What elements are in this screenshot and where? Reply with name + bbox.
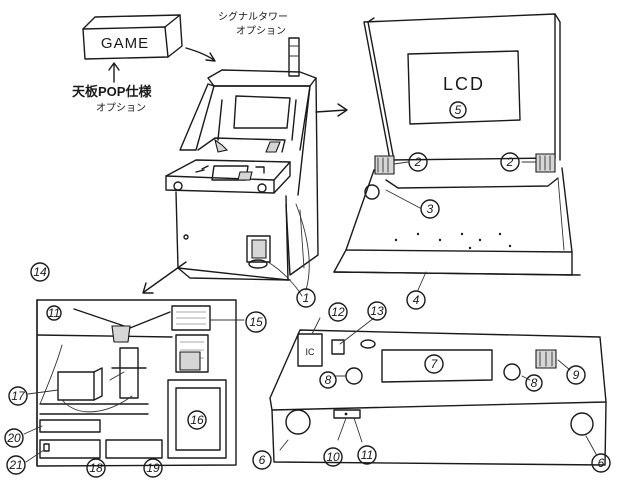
- svg-text:21: 21: [8, 458, 22, 472]
- svg-text:3: 3: [427, 202, 434, 216]
- callout-2a: 2: [408, 152, 428, 172]
- callout-4: 4: [406, 290, 426, 310]
- svg-text:16: 16: [190, 413, 204, 427]
- svg-text:15: 15: [249, 315, 263, 329]
- leader-1: [267, 261, 303, 297]
- arcade-cabinet: [165, 37, 319, 281]
- callout-8a: 8: [319, 371, 337, 389]
- svg-text:2: 2: [414, 155, 422, 169]
- top-pop-label: 天板POP仕様: [72, 84, 152, 99]
- signal-tower-label: シグナルタワー: [218, 10, 288, 23]
- arrow-cabinet-to-lcd: [315, 103, 348, 117]
- svg-text:6: 6: [598, 456, 605, 470]
- svg-text:2: 2: [506, 155, 514, 169]
- lcd-number: 5: [455, 103, 462, 117]
- svg-text:6: 6: [259, 453, 266, 467]
- lcd-label: LCD: [443, 74, 485, 94]
- callout-18: 18: [86, 458, 106, 478]
- callout-10: 10: [323, 447, 343, 467]
- svg-text:9: 9: [573, 368, 580, 382]
- callout-6b: 6: [591, 453, 611, 473]
- callout-19: 19: [143, 458, 163, 478]
- callout-2b: 2: [500, 152, 520, 172]
- svg-text:8: 8: [531, 376, 538, 390]
- svg-text:1: 1: [303, 291, 310, 305]
- svg-text:4: 4: [413, 293, 420, 307]
- arrow-game-to-cabinet: [185, 47, 216, 62]
- callout-14: 14: [30, 262, 50, 282]
- callout-15: 15: [245, 311, 267, 333]
- svg-text:20: 20: [6, 431, 21, 445]
- callout-16: 16: [187, 410, 207, 430]
- callout-11: 11: [357, 445, 377, 465]
- arrow-cabinet-to-interior: [142, 261, 187, 294]
- callout-9: 9: [566, 365, 586, 385]
- top-pop-option-label: オプション: [96, 102, 146, 114]
- svg-text:17: 17: [11, 389, 26, 403]
- svg-text:19: 19: [146, 461, 160, 475]
- svg-text:14: 14: [33, 265, 47, 279]
- svg-text:11: 11: [48, 306, 60, 320]
- svg-text:10: 10: [326, 450, 340, 464]
- callout-7: 7: [424, 354, 444, 374]
- callout-8b: 8: [525, 374, 543, 392]
- callout-20: 20: [4, 428, 24, 448]
- arrow-up-to-game: [108, 62, 120, 83]
- signal-tower-option-label: オプション: [236, 25, 286, 37]
- coin-mechanism: [246, 235, 271, 269]
- svg-text:13: 13: [370, 304, 384, 318]
- control-panel-box: IC: [269, 329, 607, 466]
- game-label: GAME: [101, 35, 149, 52]
- callout-12: 12: [328, 302, 348, 322]
- interior-box: [36, 299, 237, 467]
- callout-6a: 6: [252, 450, 272, 470]
- callout-21: 21: [6, 455, 26, 475]
- svg-text:8: 8: [325, 373, 332, 387]
- lcd-hinge-right: [535, 153, 556, 173]
- svg-text:11: 11: [361, 448, 373, 462]
- callout-1: 1: [296, 288, 316, 308]
- callout-13: 13: [367, 301, 387, 321]
- signal-tower: [288, 37, 300, 77]
- lcd-frame: LCD 5: [333, 13, 581, 276]
- lcd-hinge-left: [374, 155, 395, 175]
- svg-text:12: 12: [331, 305, 345, 319]
- callout-17: 17: [8, 386, 28, 406]
- ic-label: IC: [306, 347, 316, 357]
- callout-inner-11: 11: [46, 305, 62, 321]
- svg-text:18: 18: [89, 461, 103, 475]
- game-box: GAME: [82, 14, 183, 60]
- svg-text:7: 7: [431, 357, 439, 371]
- callout-3: 3: [420, 199, 440, 219]
